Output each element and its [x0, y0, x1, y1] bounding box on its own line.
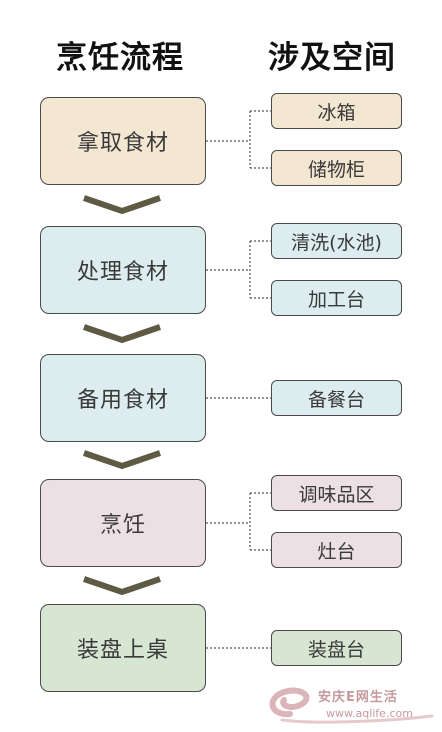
step-prepare-ingredients: 备用食材: [40, 354, 206, 442]
watermark-name: 安庆E网生活: [318, 690, 398, 705]
space-cabinet: 储物柜: [271, 150, 402, 186]
connector-step-4: [206, 492, 271, 551]
step-cooking: 烹饪: [40, 479, 206, 567]
connector-step-2: [206, 240, 271, 299]
connector-step-1: [206, 110, 271, 169]
step-get-ingredients: 拿取食材: [40, 97, 206, 185]
space-stove: 灶台: [271, 532, 402, 568]
step-plating: 装盘上桌: [40, 604, 206, 692]
space-prep-counter: 加工台: [271, 280, 402, 316]
flow-arrow-2: [83, 324, 161, 344]
space-seasoning-area: 调味品区: [271, 475, 402, 511]
flow-arrow-4: [83, 576, 161, 596]
space-serving-counter: 备餐台: [271, 380, 402, 416]
flow-arrow-3: [83, 450, 161, 470]
space-plating-counter: 装盘台: [271, 630, 402, 666]
watermark-url: www.aqlife.com: [326, 707, 413, 720]
watermark-logo-icon: [269, 687, 434, 724]
space-sink: 清洗(水池): [271, 223, 402, 259]
step-process-ingredients: 处理食材: [40, 226, 206, 314]
flow-arrow-1: [83, 195, 161, 215]
space-fridge: 冰箱: [271, 93, 402, 129]
process-heading: 烹饪流程: [56, 40, 184, 76]
spaces-heading: 涉及空间: [268, 40, 396, 76]
